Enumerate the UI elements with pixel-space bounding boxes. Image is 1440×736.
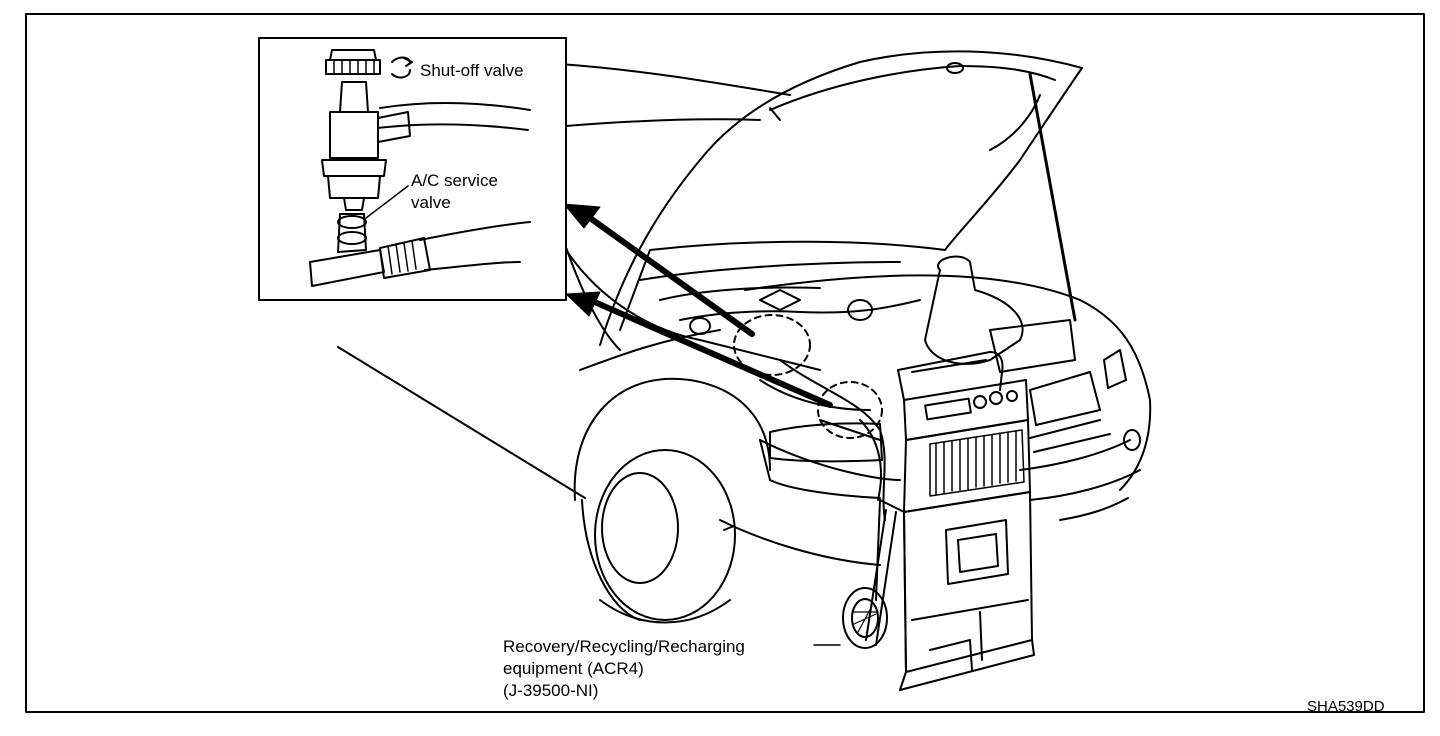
inset-box (258, 37, 567, 301)
callout-arrows (563, 203, 833, 408)
equipment-label: Recovery/Recycling/Recharging equipment … (503, 636, 745, 702)
acr4-equipment (842, 351, 1035, 691)
service-hoses (779, 359, 886, 521)
car-body (337, 63, 1152, 621)
hood (599, 50, 1083, 346)
figure-code: SHA539DD (1307, 698, 1385, 715)
equipment-label-line-2: equipment (ACR4) (503, 659, 644, 678)
service-valve-locator (733, 314, 883, 439)
ac-service-valve-label: A/C service valve (411, 170, 498, 214)
equipment-label-line-1: Recovery/Recycling/Recharging (503, 637, 745, 656)
engine-bay (639, 255, 1076, 441)
front-wheel (594, 449, 736, 624)
equipment-label-line-3: (J-39500-NI) (503, 681, 599, 700)
ac-service-valve-label-line-1: A/C service (411, 171, 498, 190)
shutoff-valve-label: Shut-off valve (420, 61, 524, 80)
figure-frame (25, 13, 1425, 713)
ac-service-valve-label-line-2: valve (411, 193, 451, 212)
